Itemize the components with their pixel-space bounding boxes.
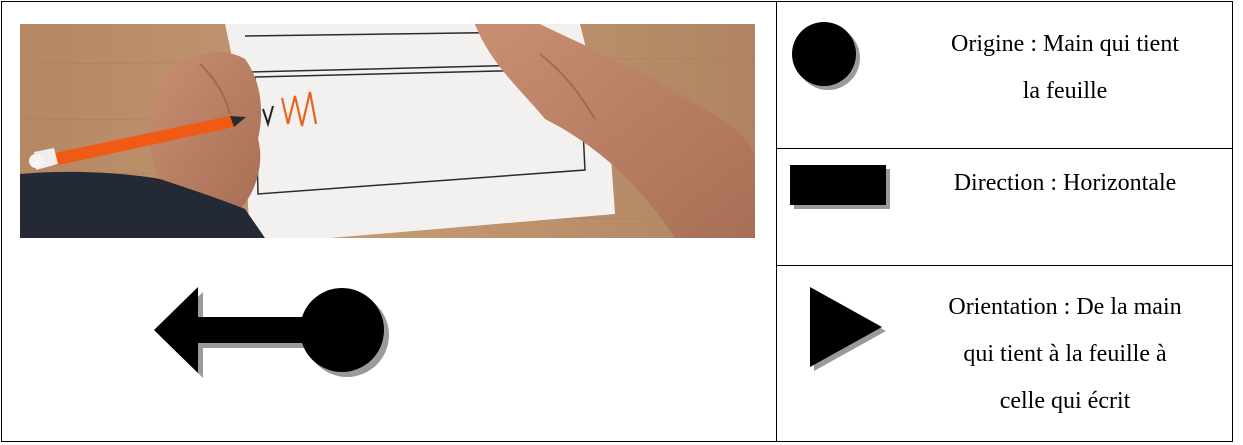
writing-photo [20, 24, 755, 238]
row-divider-2 [777, 265, 1233, 266]
direction-description: Direction : Horizontale [900, 160, 1230, 207]
filled-circle-icon [792, 22, 856, 86]
orientation-line-1: Orientation : De la main [900, 284, 1230, 331]
origin-line-2: la feuille [900, 68, 1230, 115]
summary-arrow [150, 285, 400, 385]
direction-symbol [790, 165, 895, 220]
origin-line-1: Origine : Main qui tient [900, 21, 1230, 68]
direction-line-1: Direction : Horizontale [900, 160, 1230, 207]
right-triangle-icon [810, 287, 882, 367]
arrow-left-icon [154, 287, 310, 373]
origin-symbol [790, 20, 870, 105]
filled-rectangle-icon [790, 165, 886, 205]
origin-circle-icon [300, 288, 384, 372]
orientation-line-3: celle qui écrit [900, 378, 1230, 425]
column-divider [776, 1, 777, 442]
row-divider-1 [777, 148, 1233, 149]
origin-description: Origine : Main qui tient la feuille [900, 21, 1230, 115]
orientation-symbol [810, 285, 890, 380]
orientation-description: Orientation : De la main qui tient à la … [900, 284, 1230, 425]
orientation-line-2: qui tient à la feuille à [900, 331, 1230, 378]
